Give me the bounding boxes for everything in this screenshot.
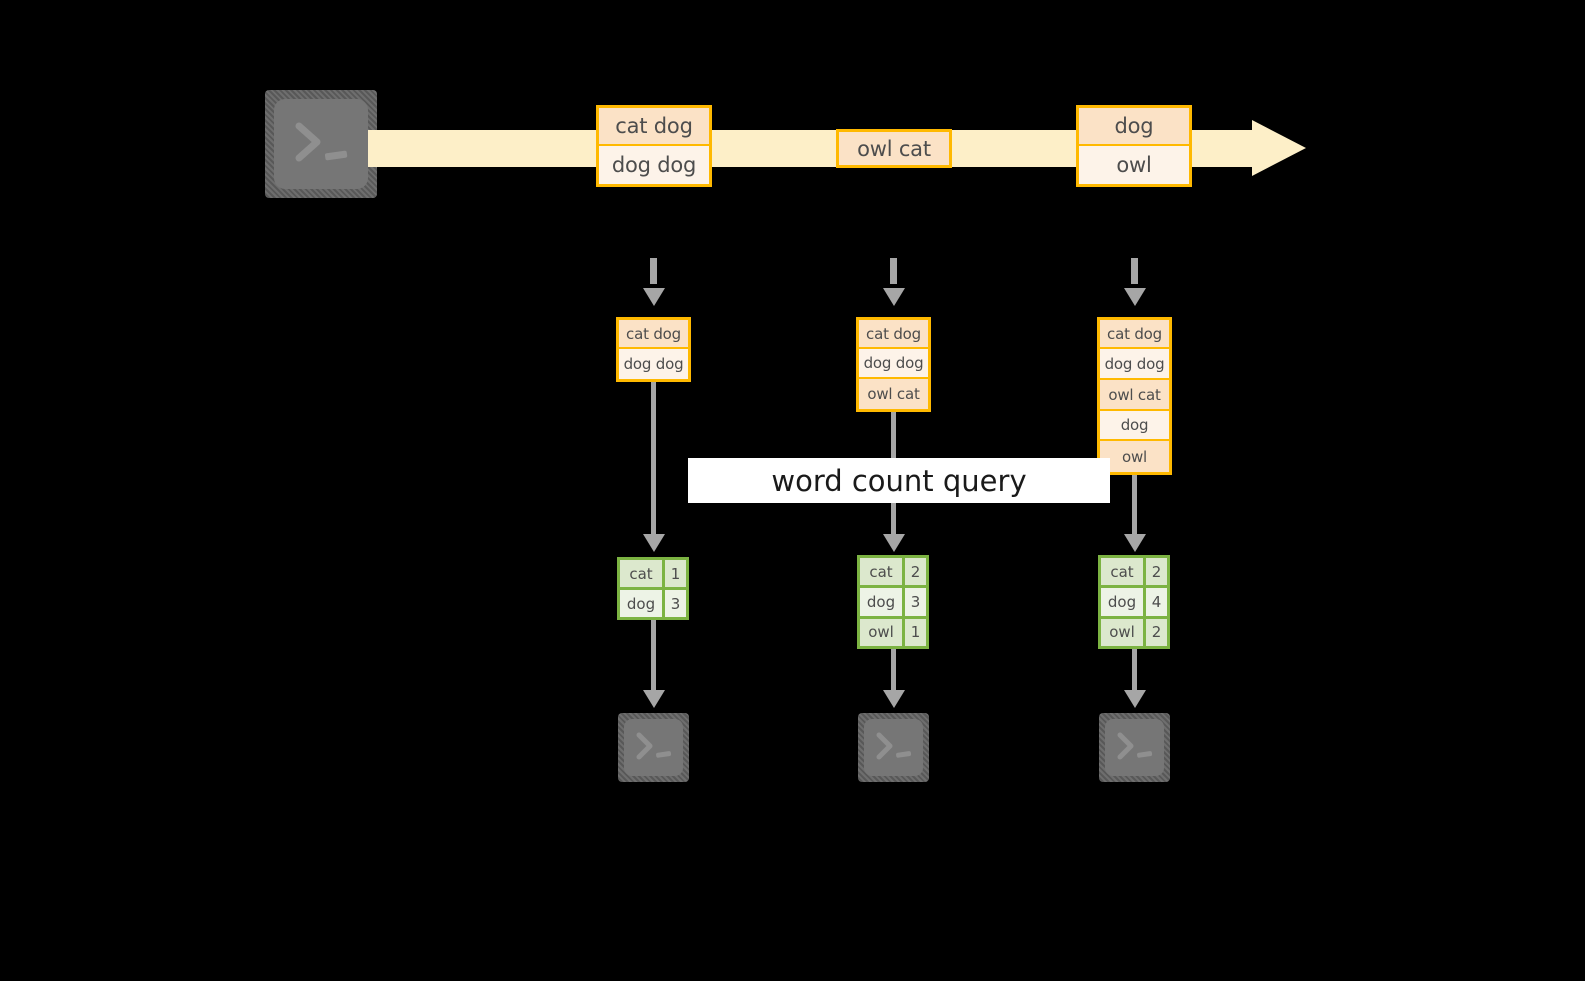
result-count: 2 xyxy=(1146,618,1167,646)
terminal-screen xyxy=(624,719,683,776)
snapshot-record: dog dog xyxy=(859,349,928,379)
query-banner: word count query xyxy=(688,458,1110,503)
result-count: 1 xyxy=(665,560,686,587)
result-count: 1 xyxy=(905,618,926,646)
result-row: owl 1 xyxy=(860,618,926,646)
snapshot-record: owl xyxy=(1100,441,1169,472)
result-word: cat xyxy=(620,560,665,587)
snapshot-3: cat dog dog dog owl cat dog owl xyxy=(1097,317,1172,475)
stream-group-3: dog owl xyxy=(1076,105,1192,187)
result-word: cat xyxy=(1101,558,1146,586)
sink-arrow-1 xyxy=(643,620,665,715)
stream-record: dog xyxy=(1079,108,1189,146)
sink-terminal-icon-3 xyxy=(1099,713,1170,782)
result-row: dog 4 xyxy=(1101,588,1167,619)
snapshot-2: cat dog dog dog owl cat xyxy=(856,317,931,412)
result-table-1: cat 1 dog 3 xyxy=(617,557,689,620)
result-word: dog xyxy=(860,588,905,616)
stream-record: owl xyxy=(1079,146,1189,184)
result-table-2: cat 2 dog 3 owl 1 xyxy=(857,555,929,649)
result-count: 2 xyxy=(905,558,926,586)
terminal-prompt-glyph xyxy=(1117,732,1153,760)
result-word: dog xyxy=(1101,588,1146,616)
snapshot-record: cat dog xyxy=(619,320,688,349)
stream-group-1: cat dog dog dog xyxy=(596,105,712,187)
query-banner-label: word count query xyxy=(771,463,1027,498)
sink-terminal-icon-2 xyxy=(858,713,929,782)
terminal-prompt-glyph xyxy=(636,732,672,760)
result-word: owl xyxy=(860,618,905,646)
result-table-3: cat 2 dog 4 owl 2 xyxy=(1098,555,1170,649)
snapshot-record: dog xyxy=(1100,411,1169,441)
result-count: 3 xyxy=(905,588,926,616)
stream-arrowhead xyxy=(1252,120,1306,176)
result-row: cat 2 xyxy=(860,558,926,589)
snapshot-1: cat dog dog dog xyxy=(616,317,691,382)
snapshot-record: dog dog xyxy=(1100,349,1169,380)
stream-record: cat dog xyxy=(599,108,709,146)
terminal-screen xyxy=(864,719,923,776)
result-count: 3 xyxy=(665,590,686,617)
result-count: 4 xyxy=(1146,588,1167,616)
snapshot-record: cat dog xyxy=(859,320,928,349)
stream-record: dog dog xyxy=(599,146,709,184)
feed-arrow-2 xyxy=(883,258,905,310)
feed-arrow-1 xyxy=(643,258,665,310)
stream-group-2: owl cat xyxy=(836,129,952,168)
sink-terminal-icon-1 xyxy=(618,713,689,782)
snapshot-record: owl cat xyxy=(1100,380,1169,411)
result-word: owl xyxy=(1101,618,1146,646)
terminal-screen xyxy=(1105,719,1164,776)
result-row: cat 1 xyxy=(620,560,686,590)
stream-record: owl cat xyxy=(839,132,949,165)
result-row: dog 3 xyxy=(860,588,926,619)
sink-arrow-2 xyxy=(883,649,905,715)
result-row: dog 3 xyxy=(620,590,686,617)
feed-arrow-3 xyxy=(1124,258,1146,310)
query-arrow-1 xyxy=(643,382,665,557)
result-row: owl 2 xyxy=(1101,618,1167,646)
result-word: dog xyxy=(620,590,665,617)
query-arrow-3 xyxy=(1124,475,1146,560)
result-word: cat xyxy=(860,558,905,586)
snapshot-record: dog dog xyxy=(619,349,688,379)
result-count: 2 xyxy=(1146,558,1167,586)
snapshot-record: cat dog xyxy=(1100,320,1169,349)
sink-arrow-3 xyxy=(1124,649,1146,715)
terminal-prompt-glyph xyxy=(295,122,348,162)
source-terminal-icon xyxy=(265,90,377,198)
terminal-prompt-glyph xyxy=(876,732,912,760)
snapshot-record: owl cat xyxy=(859,379,928,409)
result-row: cat 2 xyxy=(1101,558,1167,589)
terminal-screen xyxy=(274,99,368,189)
